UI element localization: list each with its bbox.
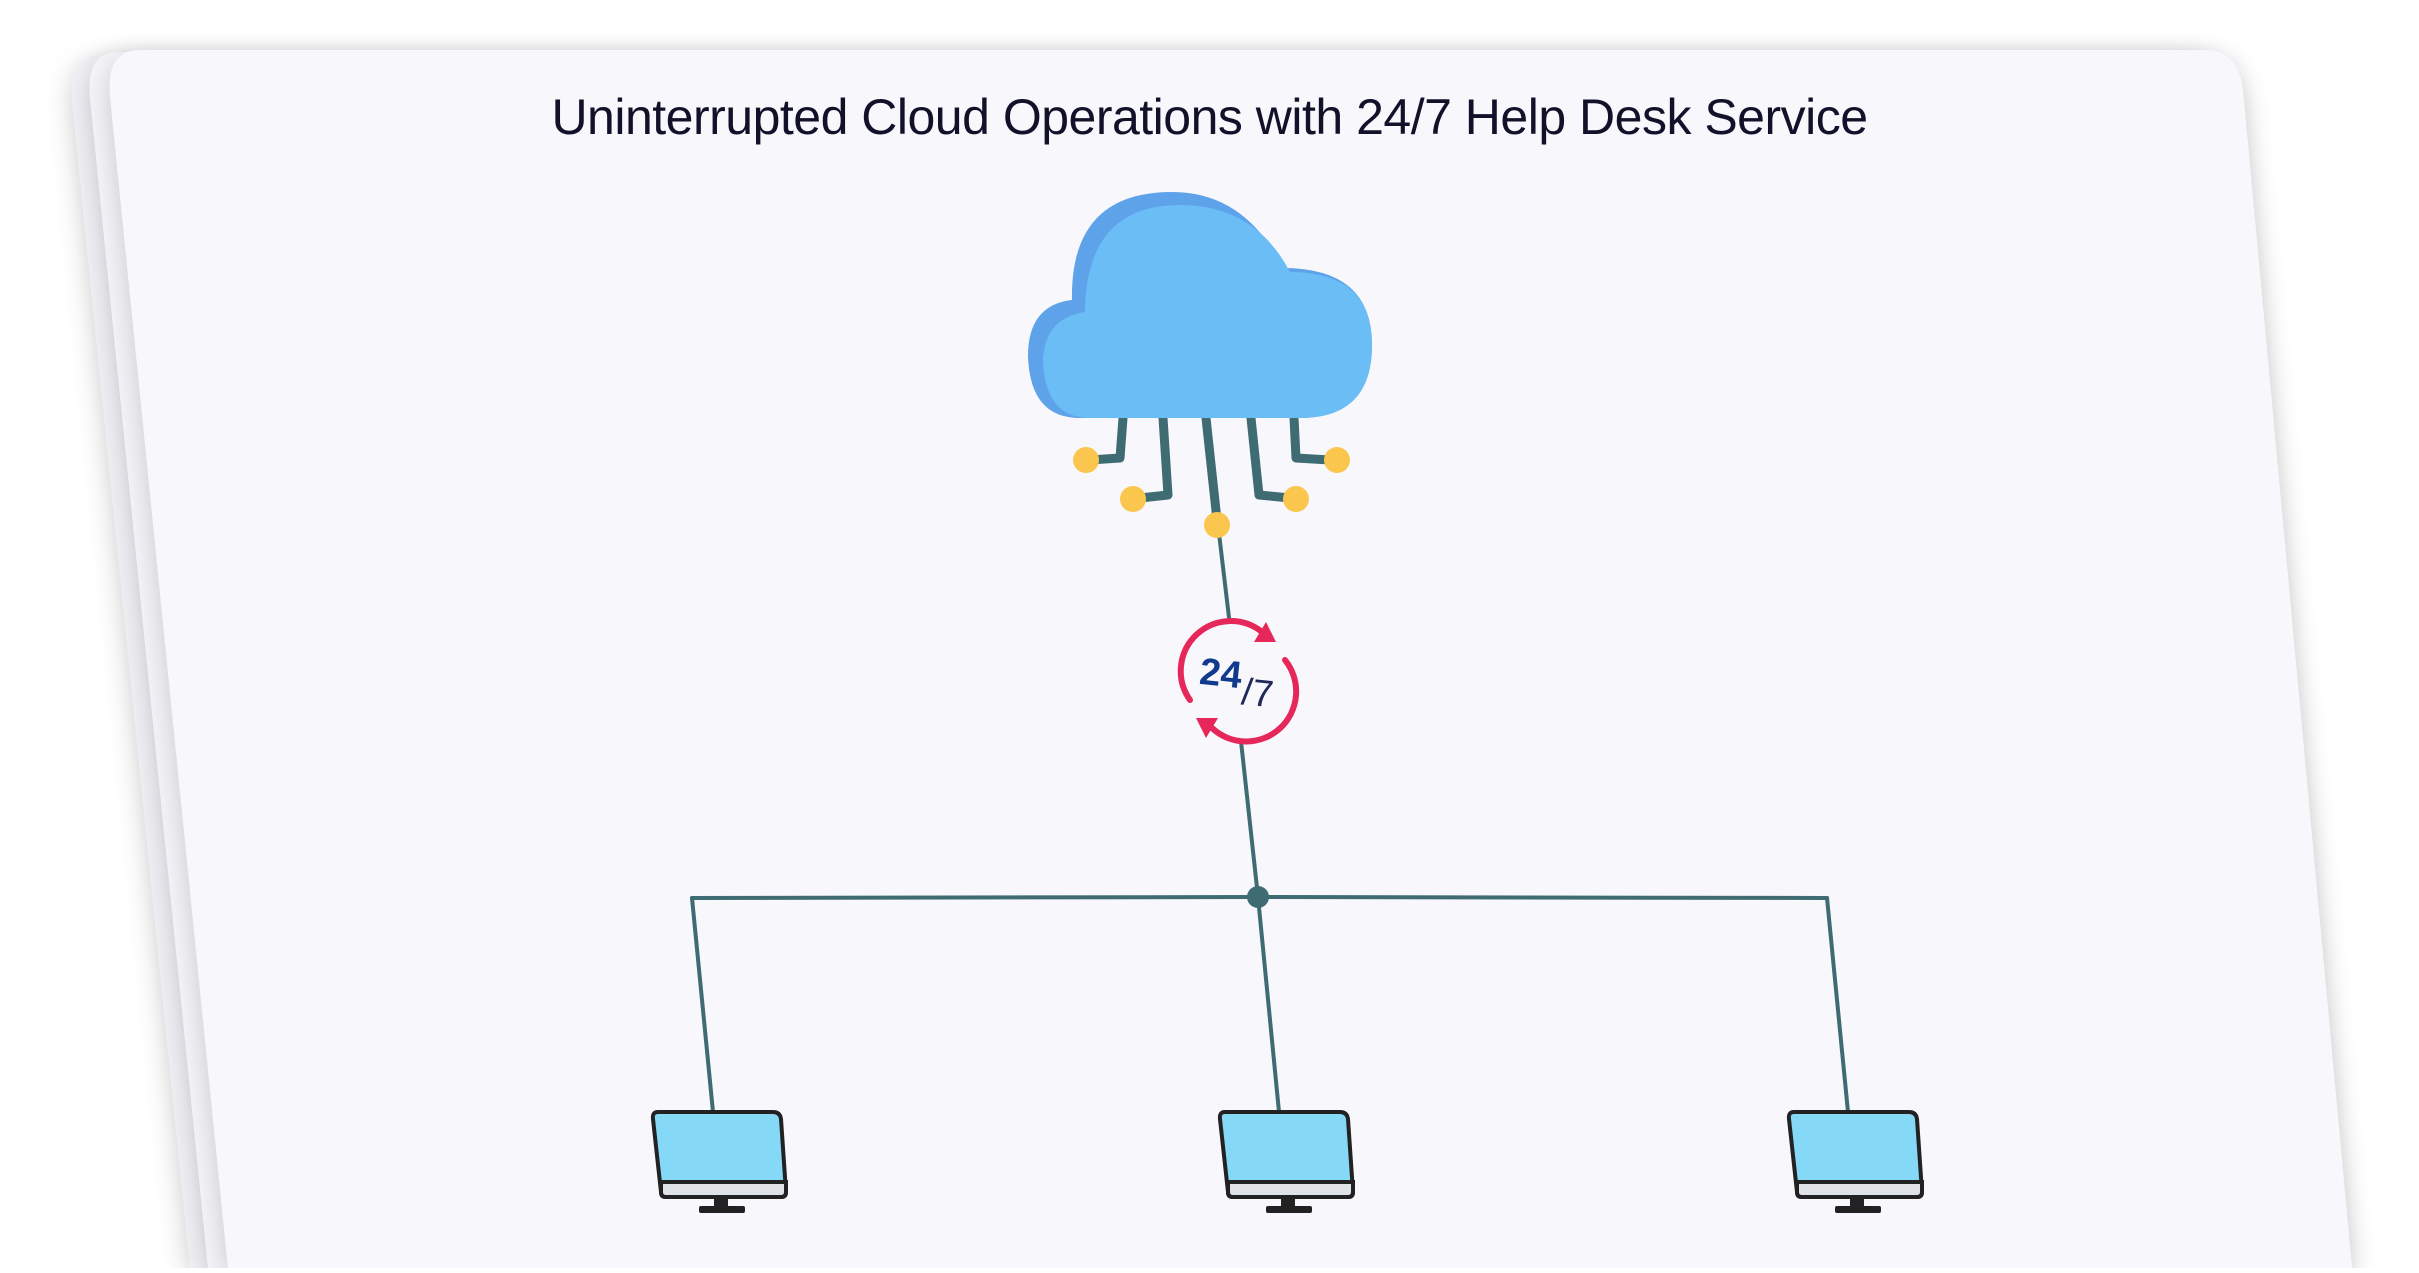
connector-hub-left xyxy=(690,895,1260,900)
connector-hub-right xyxy=(1256,895,1829,900)
hub-junction-dot xyxy=(1247,886,1269,908)
diagram-title: Uninterrupted Cloud Operations with 24/7… xyxy=(551,89,1868,145)
connector-cloud-to-support xyxy=(1216,523,1232,628)
connector-center-drop xyxy=(1256,895,1281,1114)
computer-left xyxy=(650,1110,789,1213)
computer-right xyxy=(1786,1110,1925,1213)
connectors xyxy=(690,523,1850,1114)
connector-support-to-hub xyxy=(1238,730,1260,899)
24-7-support-icon: 24 /7 xyxy=(1176,618,1300,745)
support-badge-sub-text: /7 xyxy=(1240,671,1276,716)
connector-left-drop xyxy=(690,896,715,1114)
computer-center xyxy=(1217,1110,1356,1213)
cloud-network-icon xyxy=(1028,192,1372,538)
connector-right-drop xyxy=(1825,896,1850,1114)
support-badge-main-text: 24 xyxy=(1198,651,1244,697)
